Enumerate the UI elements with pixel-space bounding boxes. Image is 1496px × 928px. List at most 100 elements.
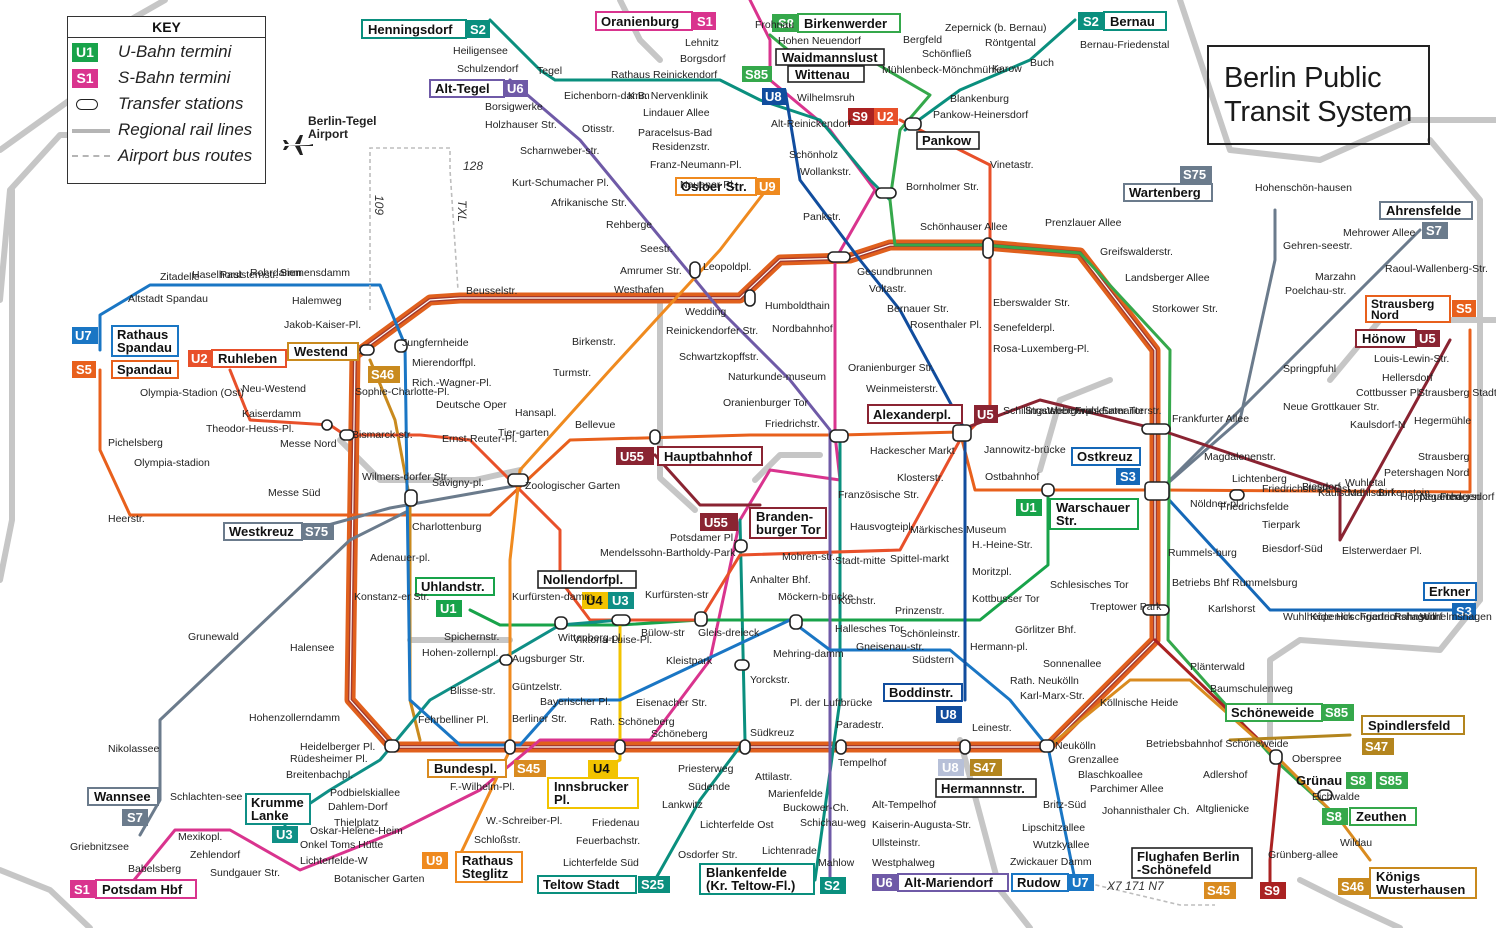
badge-text-boddinstr-u8: U8 bbox=[940, 707, 957, 722]
transfer-yorckstr bbox=[734, 659, 750, 671]
station-label: Savigny-pl. bbox=[432, 477, 484, 489]
rail-northeast-1 bbox=[1177, 0, 1496, 163]
station-label: Schönholz bbox=[789, 149, 838, 161]
badge-oranienburg-s1 bbox=[692, 12, 716, 30]
station-label: Wuhlheide bbox=[1283, 611, 1333, 623]
station-label: Voltastr. bbox=[869, 283, 906, 295]
station-label: Pl. der Luftbrücke bbox=[790, 697, 872, 709]
station-label: Buckower-Ch. bbox=[783, 802, 849, 814]
station-label: Märkisches Museum bbox=[910, 524, 1007, 536]
ring-inner bbox=[348, 243, 1157, 749]
station-label: Greifswalderstr. bbox=[1100, 246, 1173, 258]
badge-text-honow-u5: U5 bbox=[1419, 331, 1436, 346]
station-label: Mehring-damm bbox=[773, 648, 844, 660]
station-label: Franz-Neumann-Pl. bbox=[650, 159, 742, 171]
station-label: Pankstr. bbox=[803, 211, 841, 223]
station-label: Humboldthain bbox=[765, 300, 830, 312]
line-U8 bbox=[783, 88, 967, 702]
terminus-rudow: Rudow bbox=[1017, 875, 1061, 890]
terminus-westkreuz: Westkreuz bbox=[229, 524, 294, 539]
badge-westend-s46 bbox=[368, 366, 400, 383]
station-label: Klosterstr. bbox=[897, 472, 944, 484]
station-label: Spichernstr. bbox=[444, 631, 499, 643]
badge-text-grunau-s8: S8 bbox=[1350, 773, 1366, 788]
line-S46 bbox=[368, 358, 422, 742]
badge-text-rathaus-steglitz-u9: U9 bbox=[426, 853, 443, 868]
line-U6 bbox=[508, 78, 832, 882]
station-label: Nöldner-pl. bbox=[1190, 498, 1241, 510]
station-label: Rath. Neukölln bbox=[1010, 675, 1079, 687]
station-label: Karl-Marx-Str. bbox=[1020, 690, 1085, 702]
rail-hbf bbox=[752, 452, 823, 483]
station-label: Oberspree bbox=[1292, 753, 1342, 765]
terminus-box-pankow bbox=[916, 131, 980, 150]
badge-text-brandenburger-u55: U55 bbox=[704, 515, 728, 530]
station-label: Wollankstr. bbox=[800, 166, 851, 178]
station-label: Messe Nord bbox=[280, 438, 337, 450]
station-label: Borsigwerke bbox=[485, 101, 543, 113]
terminus-osloer: Osloer Str. bbox=[681, 179, 747, 194]
transfer-wilmersdorfer bbox=[404, 489, 418, 507]
station-label: Petershagen Nord bbox=[1384, 467, 1469, 479]
badge-brandenburger-u55 bbox=[700, 513, 738, 531]
line-S2 bbox=[488, 18, 892, 202]
badge-flughafen-s45 bbox=[1204, 882, 1236, 899]
badge-teltow-s25 bbox=[638, 876, 670, 893]
badge-text-warschauer-u1: U1 bbox=[1020, 500, 1037, 515]
station-label: Südkreuz bbox=[750, 727, 794, 739]
station-label: Möckern-brücke bbox=[778, 591, 853, 603]
transfer-nollendorf bbox=[611, 614, 631, 626]
station-label: Otisstr. bbox=[582, 123, 615, 135]
station-label: Fredersdorf bbox=[1440, 491, 1494, 503]
badge-wittenau-s85 bbox=[742, 66, 772, 82]
badge-boddinstr-u8 bbox=[936, 706, 962, 723]
station-label: Bornholmer Str. bbox=[906, 181, 979, 193]
badge-text-alexanderpl-u5: U5 bbox=[977, 407, 994, 422]
station-label: Charlottenburg bbox=[412, 521, 482, 533]
station-label: Samariterstr. bbox=[1102, 405, 1162, 417]
station-label: Cottbusser Pl. bbox=[1356, 387, 1422, 399]
station-label: Residenzstr. bbox=[652, 141, 710, 153]
key-ubahn-label: U-Bahn termini bbox=[118, 42, 232, 61]
transfer-lichtenberg bbox=[1229, 489, 1245, 501]
station-label: Potsdamer Pl. bbox=[670, 532, 736, 544]
terminus-waidmannslust: Waidmannslust bbox=[782, 50, 878, 65]
badge-spandau-s5 bbox=[72, 361, 96, 378]
badge-text-blankenfelde-s2: S2 bbox=[824, 878, 840, 893]
station-label: Gesundbrunnen bbox=[857, 266, 932, 278]
station-label: Storkower Str. bbox=[1152, 303, 1218, 315]
transfer-pankow bbox=[904, 117, 922, 131]
station-label: Jungfernheide bbox=[402, 337, 469, 349]
badge-flughafen-s9 bbox=[1260, 882, 1286, 899]
station-label: Fehrbelliner Pl. bbox=[418, 714, 489, 726]
station-label: Paracelsus-Bad bbox=[638, 127, 712, 139]
terminus-box-spandau bbox=[111, 360, 179, 379]
terminus-ahrensfelde: Ahrensfelde bbox=[1386, 203, 1461, 218]
badge-krumme-lanke-u3 bbox=[272, 826, 298, 843]
badge-text-westkreuz-s75: S75 bbox=[305, 524, 328, 539]
station-label: Heidelberger Pl. bbox=[300, 741, 375, 753]
badge-text-oranienburg-s1: S1 bbox=[697, 14, 713, 29]
terminus-box-boddinstr bbox=[883, 683, 963, 702]
station-label: Südstern bbox=[912, 654, 954, 666]
terminus-blankenfelde: Blankenfelde(Kr. Teltow-Fl.) bbox=[706, 865, 795, 893]
station-label: Hansapl. bbox=[515, 407, 556, 419]
station-label: Osdorfer Str. bbox=[678, 849, 738, 861]
transfer-warschauer bbox=[1041, 483, 1055, 497]
station-label: Altstadt Spandau bbox=[128, 293, 208, 305]
station-label: Spittel-markt bbox=[890, 553, 949, 565]
badge-bernau-s2 bbox=[1078, 12, 1104, 30]
station-label: Mahlow bbox=[818, 857, 855, 869]
station-label: Rosa-Luxemberg-Pl. bbox=[993, 343, 1089, 355]
station-label: Frohnau bbox=[755, 19, 794, 31]
line-S75 bbox=[308, 483, 522, 532]
rail-inner-west bbox=[337, 437, 523, 483]
station-label: Strausberg bbox=[1418, 451, 1470, 463]
terminus-box-strausberg-nord bbox=[1365, 295, 1451, 323]
station-label: Deutsche Oper bbox=[436, 399, 507, 411]
station-label: Podbielskiallee bbox=[330, 787, 400, 799]
badge-grunau-s8 bbox=[1346, 772, 1372, 789]
